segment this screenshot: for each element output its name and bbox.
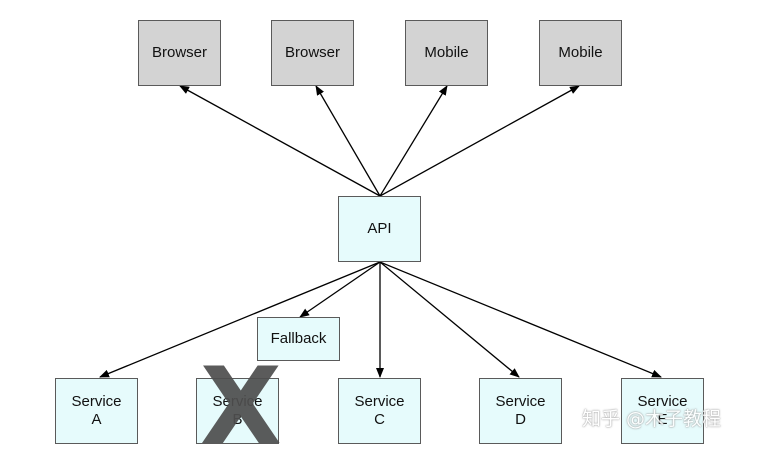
edge-api-to-service-a [99,261,381,378]
service-label-line1: Service [354,393,405,410]
watermark: 知乎 @木子教程 [582,408,722,430]
client-mobile-2: Mobile [539,20,622,86]
edge-api-to-service-d [379,261,520,378]
service-label-line2: B [232,411,243,428]
connection-layer [99,85,662,378]
client-browser-2: Browser [271,20,354,86]
service-label-line1: Service [495,393,546,410]
service-d-node: Service D [479,378,562,444]
edge-api-to-client-1 [179,85,381,197]
client-label: Mobile [558,44,603,61]
service-a-node: Service A [55,378,138,444]
service-label-line2: D [515,411,526,428]
edge-api-to-client-3 [379,85,448,197]
service-c-node: Service C [338,378,421,444]
api-gateway-node: API [338,196,421,262]
client-label: Browser [151,44,207,61]
edge-api-to-client-4 [379,85,580,197]
api-label: API [367,220,392,237]
fallback-label: Fallback [270,330,327,347]
service-label-line2: A [91,411,102,428]
service-b-node: Service B [196,378,279,444]
client-browser-1: Browser [138,20,221,86]
edge-api-to-client-2 [315,85,381,197]
failure-cross-icon: X [200,345,282,468]
service-label-line1: Service [71,393,122,410]
service-label-line1: Service [212,393,263,410]
client-label: Mobile [424,44,469,61]
service-label-line2: C [374,411,385,428]
service-label-line2: E [657,411,668,428]
service-label-line1: Service [637,393,688,410]
client-mobile-1: Mobile [405,20,488,86]
fallback-node: Fallback [257,317,340,361]
architecture-diagram: Browser Browser Mobile Mobile API Fallba… [55,20,722,468]
edge-api-to-fallback [299,261,381,318]
edge-api-to-service-e [379,261,662,378]
service-e-node: Service E [621,378,704,444]
client-label: Browser [284,44,340,61]
